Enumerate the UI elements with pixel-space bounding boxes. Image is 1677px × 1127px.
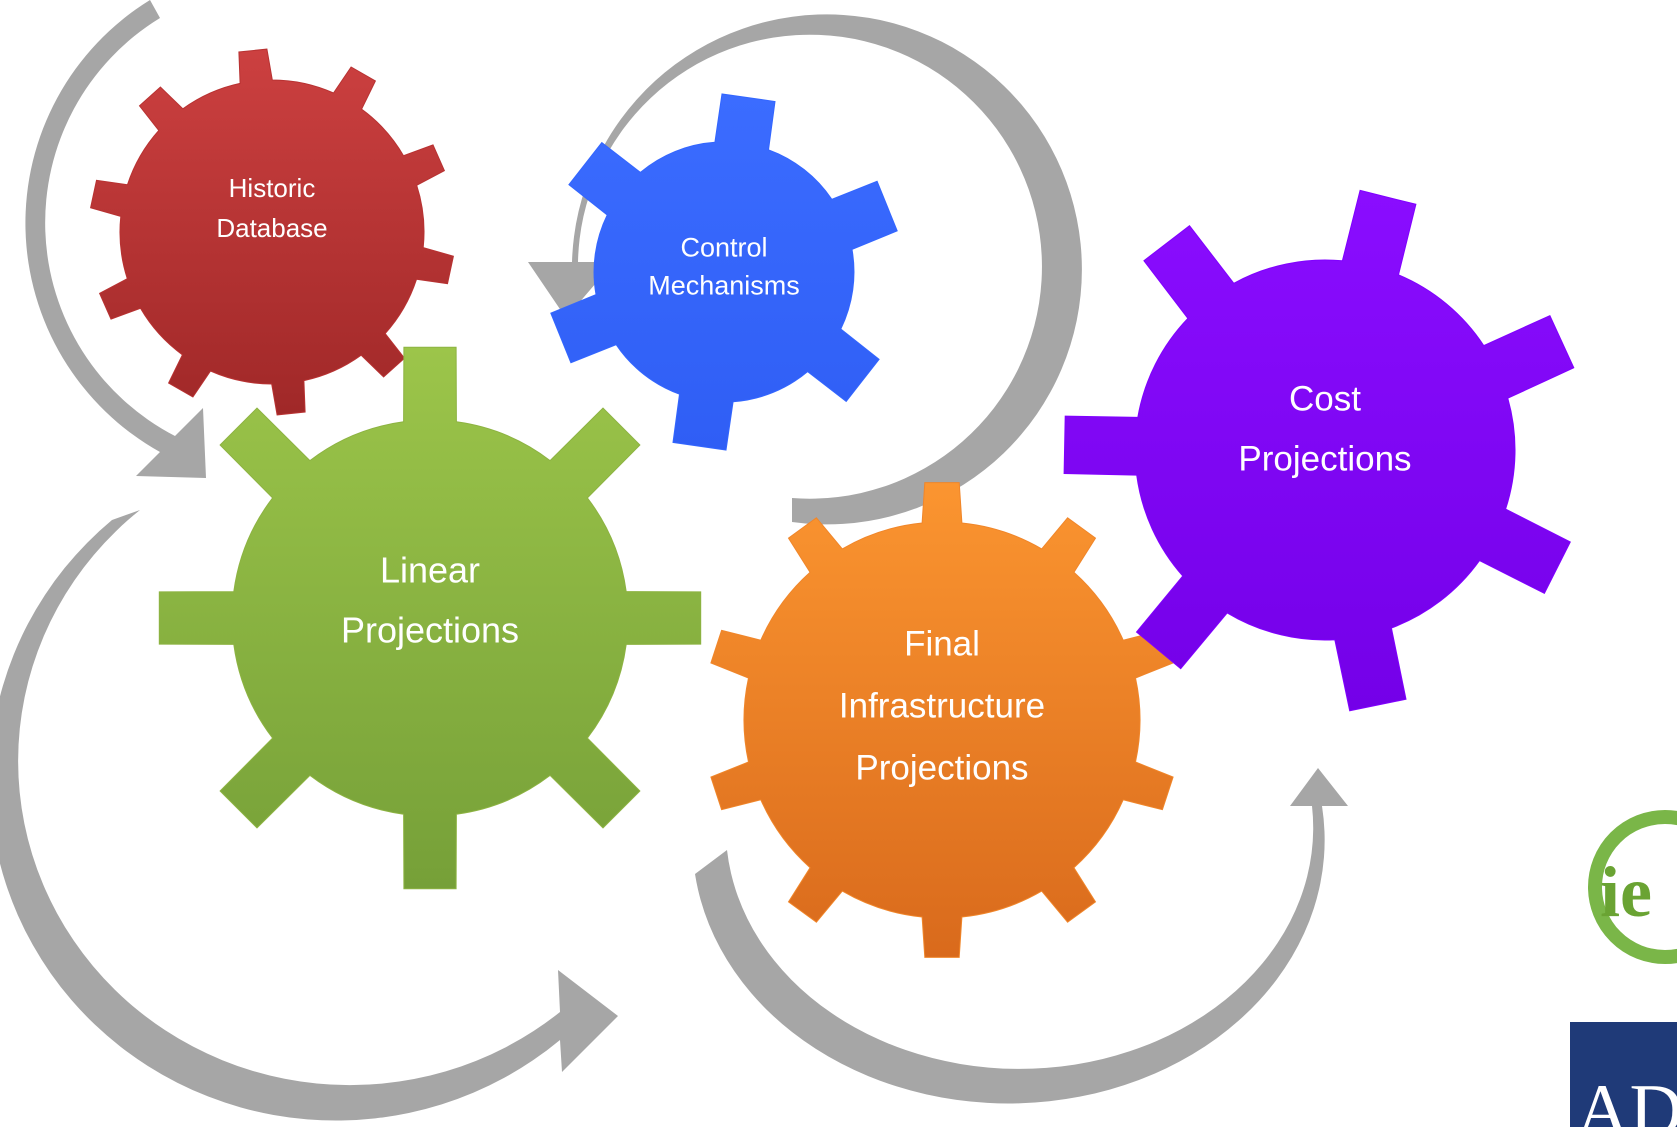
gear-label-line: Control	[680, 232, 767, 262]
gear-label-line: Cost	[1289, 379, 1361, 418]
gear-label-line: Projections	[1238, 439, 1411, 478]
ie-logo-ring	[1588, 810, 1677, 964]
cycle-arrows	[0, 0, 1348, 1121]
ie-logo-text: ie	[1600, 852, 1652, 932]
gear-label-line: Projections	[341, 610, 519, 651]
gear-label-line: Mechanisms	[648, 270, 800, 300]
adb-logo-text: AD	[1576, 1070, 1677, 1127]
gear-shape	[550, 93, 898, 451]
adb-logo-box	[1570, 1022, 1677, 1127]
gear-label-line: Projections	[855, 748, 1028, 787]
gear-shape	[158, 346, 702, 890]
arrow-historic-to-linear	[25, 0, 206, 478]
gear-shape	[90, 48, 454, 416]
gear-label-line: Infrastructure	[839, 686, 1045, 725]
adb-logo: AD	[1570, 1022, 1677, 1127]
gear-label-line: Final	[904, 624, 980, 663]
gear-label-line: Historic	[229, 173, 316, 203]
gear-label-line: Linear	[380, 550, 480, 591]
gear-label-line: Database	[216, 213, 327, 243]
gear-shape	[1063, 189, 1575, 712]
ie-logo: ie	[1588, 810, 1677, 964]
gear-shape	[710, 482, 1174, 958]
